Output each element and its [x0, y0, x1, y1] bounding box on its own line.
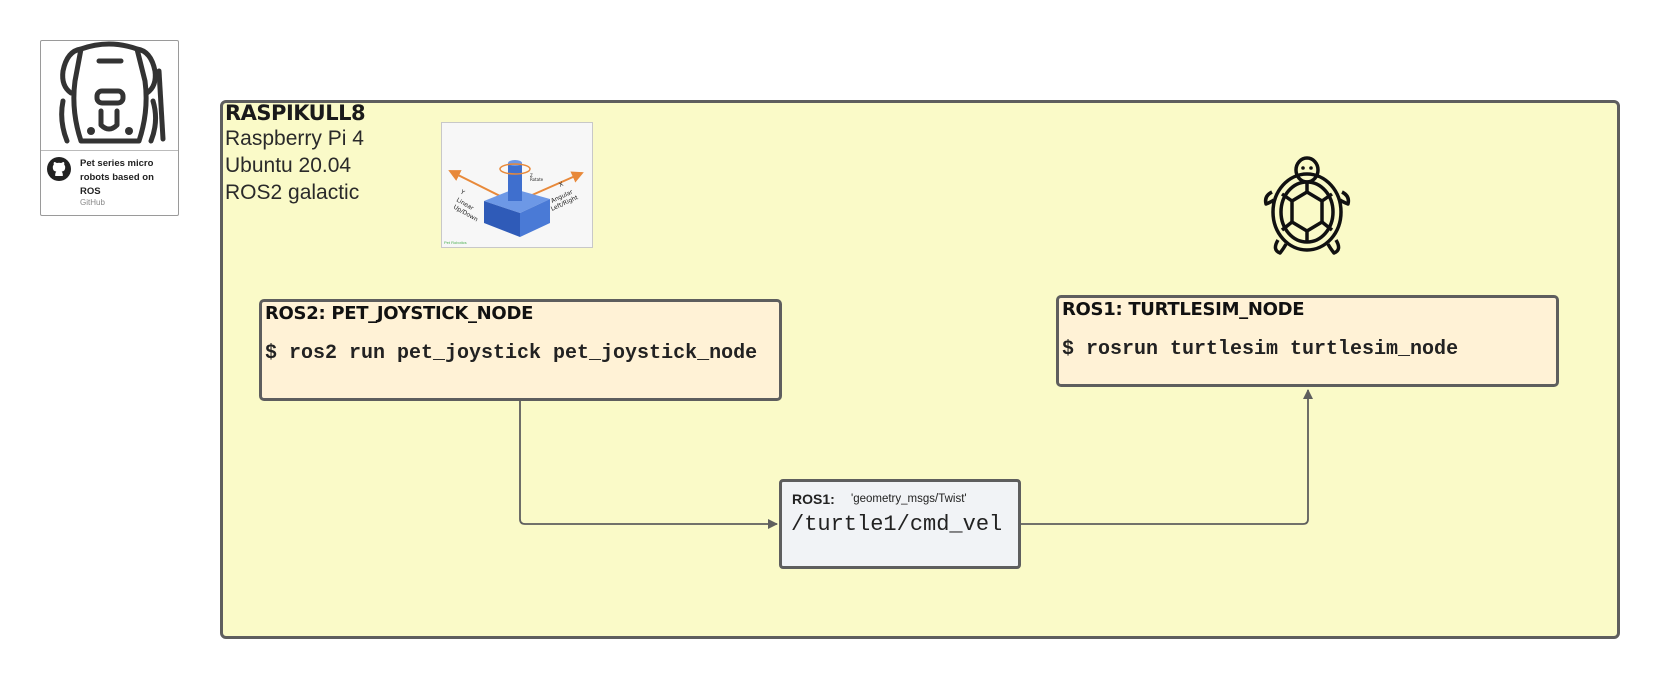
- turtle-icon: [1263, 156, 1351, 255]
- joystick-axes-image: Y Linear Up/Down X Angular Left/Right Z …: [441, 122, 593, 248]
- topic-ros-version: ROS1:: [792, 491, 835, 507]
- pet-joystick-node-box: ROS2: PET_JOYSTICK_NODE $ ros2 run pet_j…: [259, 299, 782, 401]
- node-title: ROS1: TURTLESIM_NODE: [1062, 299, 1305, 320]
- github-card-title: Pet series micro robots based on ROS: [80, 158, 154, 197]
- node-command: $ rosrun turtlesim turtlesim_node: [1062, 338, 1459, 361]
- github-link-card[interactable]: Pet series micro robots based on ROS Git…: [40, 40, 179, 216]
- spec-ros: ROS2 galactic: [225, 181, 360, 204]
- github-icon: [47, 157, 71, 181]
- svg-text:Z: Z: [530, 173, 533, 178]
- svg-text:Rotate: Rotate: [530, 177, 544, 182]
- svg-text:X: X: [558, 181, 565, 189]
- joystick-image-caption: Pet Robotics: [444, 240, 467, 245]
- turtlesim-node-box: ROS1: TURTLESIM_NODE $ rosrun turtlesim …: [1056, 295, 1559, 387]
- spec-os: Ubuntu 20.04: [225, 154, 352, 177]
- topic-message-type: 'geometry_msgs/Twist': [851, 493, 967, 505]
- cmd-vel-topic-box: ROS1: 'geometry_msgs/Twist' /turtle1/cmd…: [779, 479, 1021, 569]
- spec-hardware: Raspberry Pi 4: [225, 127, 364, 150]
- node-command: $ ros2 run pet_joystick pet_joystick_nod…: [265, 342, 758, 365]
- svg-text:Y: Y: [458, 188, 466, 197]
- topic-name: /turtle1/cmd_vel: [791, 512, 1003, 537]
- container-title: RASPIKULL8: [225, 101, 366, 125]
- joystick-illustration: Y Linear Up/Down X Angular Left/Right Z …: [448, 160, 584, 237]
- node-title: ROS2: PET_JOYSTICK_NODE: [265, 303, 534, 324]
- github-card-source: GitHub: [80, 198, 105, 207]
- robot-dog-icon: [41, 41, 178, 151]
